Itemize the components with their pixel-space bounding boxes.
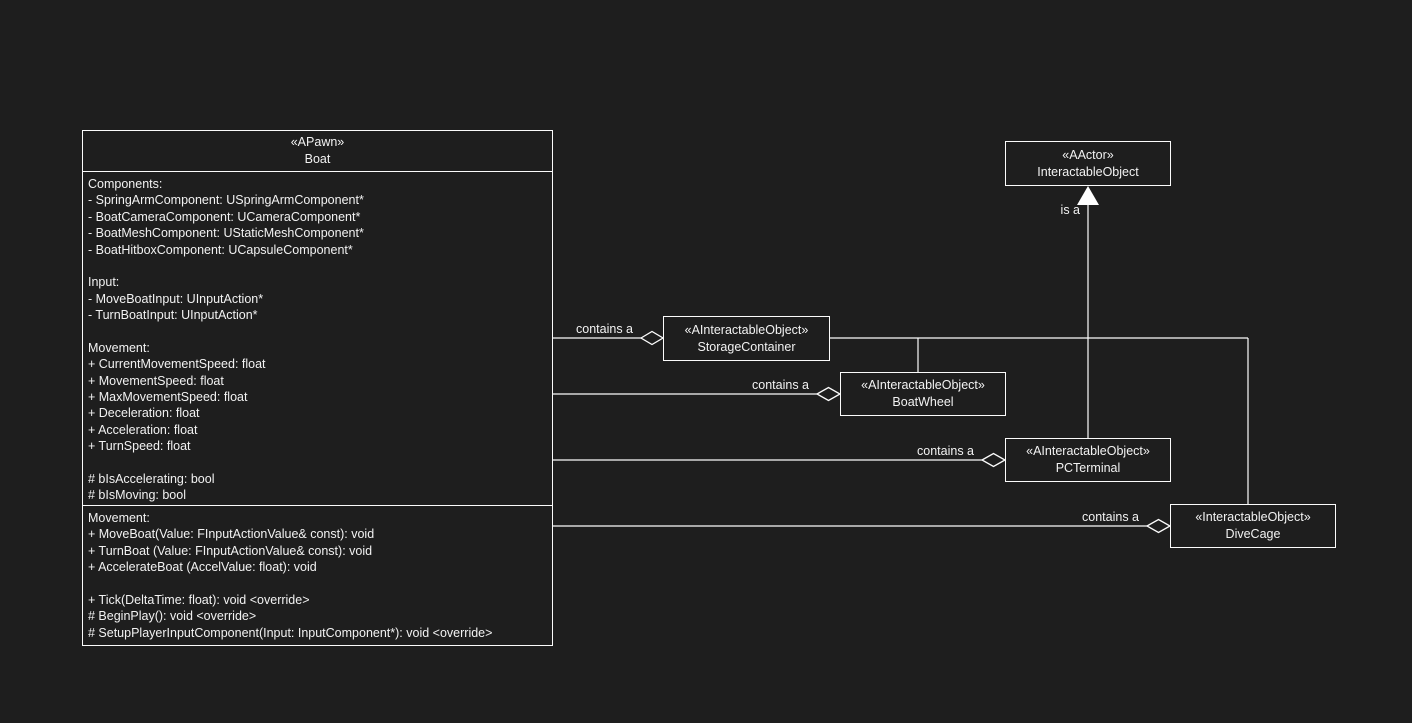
class-boatwheel[interactable]: «AInteractableObject» BoatWheel [840,372,1006,416]
attribute-line: + TurnSpeed: float [88,439,191,454]
method-line: + AccelerateBoat (AccelValue: float): vo… [88,560,317,575]
class-storagecontainer-title: «AInteractableObject» StorageContainer [664,317,829,360]
attribute-line: Movement: [88,340,150,355]
attribute-line: + MovementSpeed: float [88,373,224,388]
aggregation-diamond-icon [815,386,842,402]
class-boat-attributes-compartment: Components: - SpringArmComponent: USpring… [83,172,552,506]
class-boat-stereotype: «APawn» [290,135,345,149]
attribute-line: - MoveBoatInput: UInputAction* [88,291,264,306]
attribute-line [88,324,548,340]
attribute-line: - BoatHitboxComponent: UCapsuleComponent… [88,242,353,257]
inheritance-triangle-icon [1077,186,1099,205]
attribute-line: - BoatCameraComponent: UCameraComponent* [88,209,361,224]
attribute-line: + CurrentMovementSpeed: float [88,357,266,372]
class-boatwheel-name: BoatWheel [892,395,954,409]
attribute-line: Input: [88,275,120,290]
class-boat[interactable]: «APawn» Boat Components: - SpringArmCompo… [82,130,553,646]
attribute-line: + Deceleration: float [88,406,200,421]
attribute-line [88,455,548,471]
class-storagecontainer-name: StorageContainer [697,339,796,354]
class-pcterminal-name: PCTerminal [1055,461,1121,475]
class-pcterminal-title: «AInteractableObject» PCTerminal [1006,439,1170,481]
aggregation-diamond-icon [980,452,1007,468]
method-line: Movement: [88,511,150,525]
class-interactableobject[interactable]: «AActor» InteractableObject [1005,141,1171,186]
attribute-line: Components: [88,177,163,191]
class-pcterminal-stereotype: «AInteractableObject» [1026,444,1150,458]
class-boat-name: Boat [304,152,331,166]
attribute-line: + MaxMovementSpeed: float [88,390,248,405]
method-line [88,576,548,592]
attribute-line: - TurnBoatInput: UInputAction* [88,308,258,323]
attribute-line [88,258,548,274]
attribute-line: - SpringArmComponent: USpringArmComponen… [88,193,364,208]
class-divecage-stereotype: «InteractableObject» [1195,510,1311,524]
class-divecage-title: «InteractableObject» DiveCage [1171,505,1335,547]
method-line: # SetupPlayerInputComponent(Input: Input… [88,625,493,640]
attribute-line: - BoatMeshComponent: UStaticMeshComponen… [88,226,364,241]
method-line: + MoveBoat(Value: FInputActionValue& con… [88,527,375,542]
attribute-line: + Acceleration: float [88,422,198,437]
class-boat-methods-compartment: Movement: + MoveBoat(Value: FInputActionV… [83,506,552,645]
edge-label-contains-a-boatwheel: contains a [752,378,809,392]
aggregation-diamond-icon [639,330,665,346]
class-divecage-name: DiveCage [1225,527,1281,541]
class-boat-title: «APawn» Boat [83,131,552,172]
class-interactableobject-name: InteractableObject [1037,164,1139,179]
edge-label-contains-a-divecage: contains a [1082,510,1139,524]
edge-label-contains-a-pcterminal: contains a [917,444,974,458]
class-pcterminal[interactable]: «AInteractableObject» PCTerminal [1005,438,1171,482]
aggregation-diamond-icon [1145,518,1172,534]
class-interactableobject-title: «AActor» InteractableObject [1006,142,1170,185]
method-line: # BeginPlay(): void <override> [88,609,257,624]
class-interactableobject-stereotype: «AActor» [1062,147,1114,162]
class-storagecontainer[interactable]: «AInteractableObject» StorageContainer [663,316,830,361]
attribute-line: # bIsMoving: bool [88,488,186,503]
class-boatwheel-stereotype: «AInteractableObject» [861,378,985,392]
attribute-line: # bIsAccelerating: bool [88,472,215,487]
method-line: + TurnBoat (Value: FInputActionValue& co… [88,543,373,558]
edge-label-contains-a-storagecontainer: contains a [576,322,633,336]
edge-label-is-a: is a [1060,203,1080,217]
method-line: + Tick(DeltaTime: float): void <override… [88,592,310,607]
class-divecage[interactable]: «InteractableObject» DiveCage [1170,504,1336,548]
class-storagecontainer-stereotype: «AInteractableObject» [684,322,809,337]
class-boatwheel-title: «AInteractableObject» BoatWheel [841,373,1005,415]
